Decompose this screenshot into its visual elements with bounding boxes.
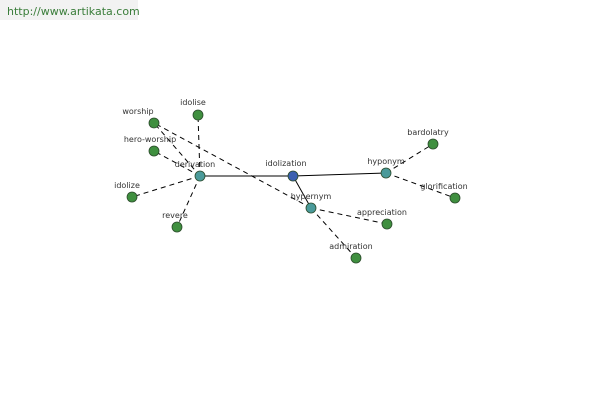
edge-idolization-hyponym [292, 172, 387, 177]
node-label-worship: worship [122, 107, 153, 116]
source-url-link[interactable]: http://www.artikata.com [7, 5, 140, 18]
node-idolization[interactable] [287, 170, 299, 182]
node-hero-worship[interactable] [148, 145, 160, 157]
node-label-appreciation: appreciation [357, 208, 407, 217]
node-label-idolise: idolise [180, 98, 206, 107]
edge-hypernym-admiration [310, 207, 357, 259]
edge-derivation-worship [153, 122, 201, 177]
edge-hyponym-bardolatry [385, 143, 434, 174]
source-url-banner: http://www.artikata.com [0, 0, 140, 20]
edge-idolization-hypernym [292, 175, 312, 209]
node-label-hypernym: hypernym [291, 192, 332, 201]
node-idolise[interactable] [192, 109, 204, 121]
node-label-derivation: derivation [175, 160, 215, 169]
edge-hyponym-glorification [385, 172, 456, 199]
node-revere[interactable] [171, 221, 183, 233]
node-derivation[interactable] [194, 170, 206, 182]
node-label-hero-worship: hero-worship [124, 135, 176, 144]
node-bardolatry[interactable] [427, 138, 439, 150]
labels-layer: idolization derivation hyponym hypernym wors… [114, 98, 468, 251]
node-hyponym[interactable] [380, 167, 392, 179]
edge-derivation-idolize [131, 175, 201, 198]
node-label-revere: revere [162, 211, 188, 220]
node-admiration[interactable] [350, 252, 362, 264]
edges-layer [131, 114, 456, 259]
node-label-bardolatry: bardolatry [407, 128, 449, 137]
node-label-admiration: admiration [329, 242, 373, 251]
node-label-glorification: glorification [420, 182, 467, 191]
edge-hypernym-worship [153, 122, 312, 209]
edge-derivation-idolise [197, 114, 201, 177]
node-idolize[interactable] [126, 191, 138, 203]
nodes-layer [126, 109, 461, 264]
edge-hypernym-appreciation [310, 207, 388, 225]
node-worship[interactable] [148, 117, 160, 129]
node-label-idolization: idolization [265, 159, 306, 168]
edge-derivation-revere [176, 175, 201, 228]
node-hypernym[interactable] [305, 202, 317, 214]
node-appreciation[interactable] [381, 218, 393, 230]
node-label-hyponym: hyponym [367, 157, 405, 166]
node-glorification[interactable] [449, 192, 461, 204]
node-label-idolize: idolize [114, 181, 140, 190]
